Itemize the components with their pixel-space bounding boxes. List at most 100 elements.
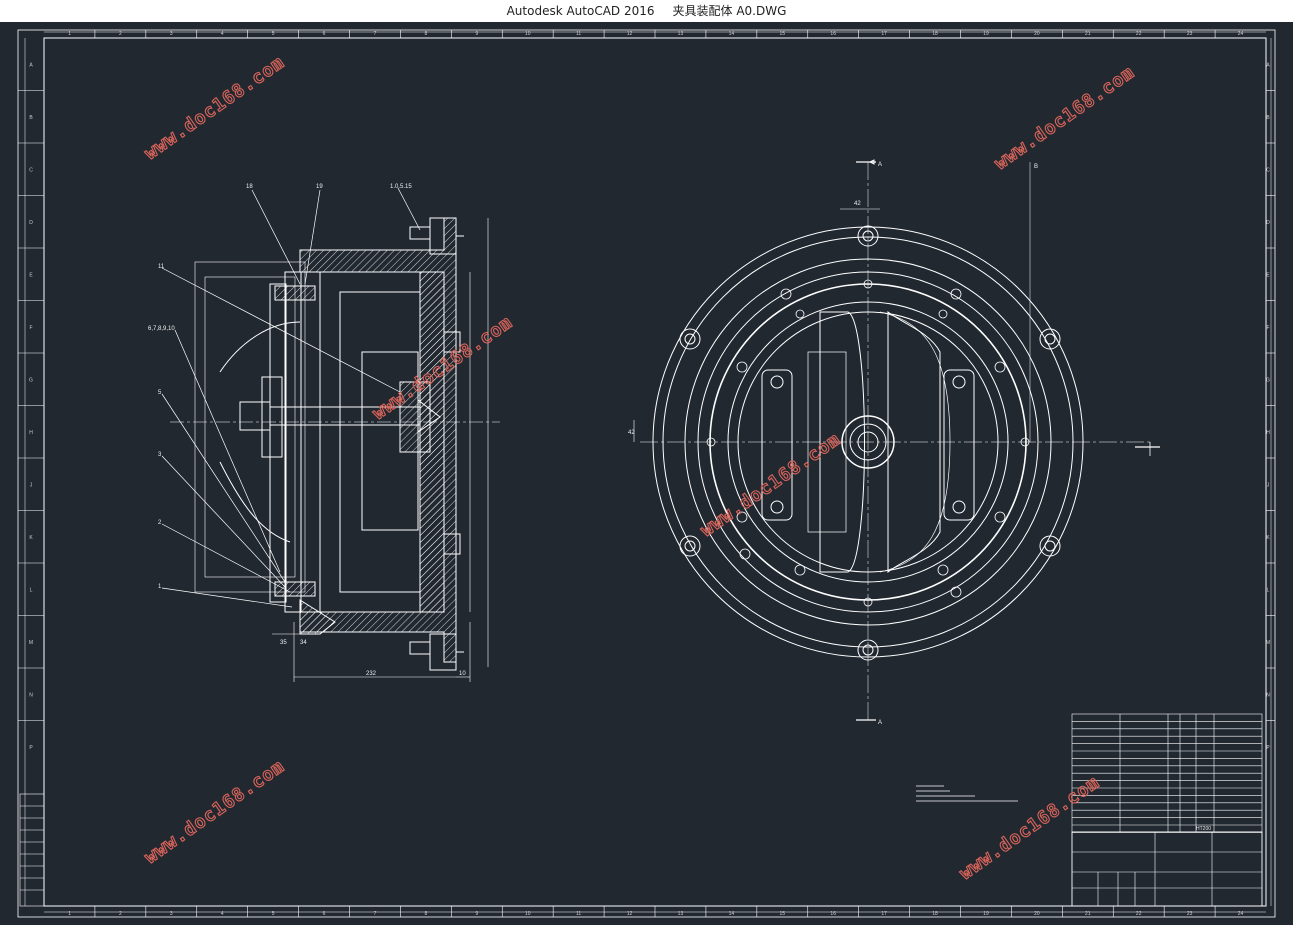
grid-row-label: L	[1267, 587, 1270, 593]
section-view[interactable]	[170, 217, 500, 682]
grid-col-label: 1	[68, 911, 71, 917]
grid-col-label: 12	[627, 911, 633, 917]
balloon-6-10: 6,7,8,9,10	[148, 326, 175, 332]
dim-35: 35	[280, 640, 287, 646]
grid-row-label: F	[1266, 325, 1269, 331]
cad-drawing[interactable]: 1122334455667788991010111112121313141415…	[0, 22, 1293, 925]
dim-34: 34	[300, 640, 307, 646]
flange-bolts	[679, 225, 1061, 661]
grid-col-label: 12	[627, 31, 633, 37]
grid-col-label: 17	[881, 31, 887, 37]
grid-col-label: 9	[475, 911, 478, 917]
grid-row-label: E	[29, 272, 33, 278]
balloon-1: 1	[158, 584, 162, 590]
grid-col-label: 8	[424, 31, 427, 37]
grid-col-label: 5	[272, 31, 275, 37]
front-view-labels: A A B 42 42	[628, 162, 1038, 726]
grid-row-label: B	[1266, 115, 1270, 121]
grid-row-label: G	[1266, 377, 1270, 383]
grid-col-label: 14	[729, 31, 735, 37]
grid-col-label: 6	[323, 911, 326, 917]
balloon-19: 19	[316, 184, 323, 190]
balloon-18: 18	[246, 184, 253, 190]
grid-col-label: 4	[221, 31, 224, 37]
grid-row-label: N	[1266, 692, 1270, 698]
part-balloon-labels: 18 19 11 6,7,8,9,10 5 3 2 1 1.0.5.15 232…	[148, 184, 466, 677]
grid-col-label: 13	[678, 911, 684, 917]
grid-col-label: 21	[1085, 31, 1091, 37]
grid-col-label: 22	[1136, 911, 1142, 917]
grid-col-label: 18	[932, 31, 938, 37]
bolt-label: 1.0.5.15	[390, 184, 412, 190]
grid-col-label: 13	[678, 31, 684, 37]
view-mark: B	[1034, 164, 1038, 170]
app-name: Autodesk AutoCAD 2016	[506, 4, 655, 18]
grid-row-label: D	[1266, 220, 1270, 226]
grid-row-label: P	[29, 745, 33, 751]
watermark-5: www.doc168.com	[141, 756, 289, 868]
grid-col-label: 10	[525, 31, 531, 37]
grid-col-label: 8	[424, 911, 427, 917]
grid-col-label: 23	[1187, 31, 1193, 37]
window-title-bar: Autodesk AutoCAD 2016 夹具装配体 A0.DWG	[0, 0, 1293, 22]
watermark-2: www.doc168.com	[991, 62, 1139, 174]
dim-42-top: 42	[854, 201, 861, 207]
grid-row-label: B	[29, 115, 33, 121]
grid-row-label: K	[1266, 535, 1270, 541]
grid-row-label: J	[1267, 482, 1270, 488]
grid-col-label: 4	[221, 911, 224, 917]
grid-col-label: 5	[272, 911, 275, 917]
grid-row-label: H	[29, 430, 33, 436]
grid-row-label: C	[29, 167, 33, 173]
grid-col-label: 15	[780, 911, 786, 917]
document-name: 夹具装配体 A0.DWG	[672, 4, 787, 18]
grid-row-label: H	[1266, 430, 1270, 436]
grid-col-label: 19	[983, 911, 989, 917]
dim-42-left: 42	[628, 430, 635, 436]
dim-232: 232	[366, 671, 377, 677]
grid-col-label: 1	[68, 31, 71, 37]
grid-col-label: 2	[119, 31, 122, 37]
grid-col-label: 16	[830, 31, 836, 37]
balloon-11: 11	[158, 264, 165, 270]
grid-col-label: 6	[323, 31, 326, 37]
grid-labels: 1122334455667788991010111112121313141415…	[18, 30, 1275, 917]
grid-col-label: 19	[983, 31, 989, 37]
grid-col-label: 7	[374, 911, 377, 917]
balloon-5: 5	[158, 390, 162, 396]
front-view[interactable]	[633, 159, 1160, 722]
left-revision-table	[19, 793, 45, 907]
grid-col-label: 20	[1034, 911, 1040, 917]
grid-col-label: 22	[1136, 31, 1142, 37]
grid-col-label: 15	[780, 31, 786, 37]
balloon-2: 2	[158, 520, 162, 526]
grid-col-label: 11	[576, 911, 581, 917]
section-mark-top: A	[878, 162, 882, 168]
grid-col-label: 17	[881, 911, 887, 917]
watermark-6: www.doc168.com	[956, 772, 1104, 884]
watermarks: www.doc168.com www.doc168.com www.doc168…	[140, 51, 1139, 884]
grid-row-label: M	[29, 640, 33, 646]
watermark-1: www.doc168.com	[141, 52, 289, 164]
grid-col-label: 21	[1085, 911, 1091, 917]
grid-col-label: 2	[119, 911, 122, 917]
grid-col-label: 23	[1187, 911, 1193, 917]
grid-col-label: 10	[525, 911, 531, 917]
part-leaders	[161, 187, 421, 608]
grid-col-label: 9	[475, 31, 478, 37]
grid-row-label: E	[1266, 272, 1270, 278]
grid-col-label: 24	[1238, 911, 1244, 917]
grid-row-label: P	[1266, 745, 1270, 751]
grid-row-label: N	[29, 692, 33, 698]
grid-row-label: D	[29, 220, 33, 226]
grid-col-label: 16	[830, 911, 836, 917]
grid-row-label: M	[1266, 640, 1270, 646]
grid-col-label: 18	[932, 911, 938, 917]
grid-row-label: L	[30, 587, 33, 593]
balloon-3: 3	[158, 452, 162, 458]
grid-col-label: 24	[1238, 31, 1244, 37]
bom-material: HT200	[1196, 826, 1211, 832]
grid-row-label: G	[29, 377, 33, 383]
dim-10: 10	[459, 671, 466, 677]
